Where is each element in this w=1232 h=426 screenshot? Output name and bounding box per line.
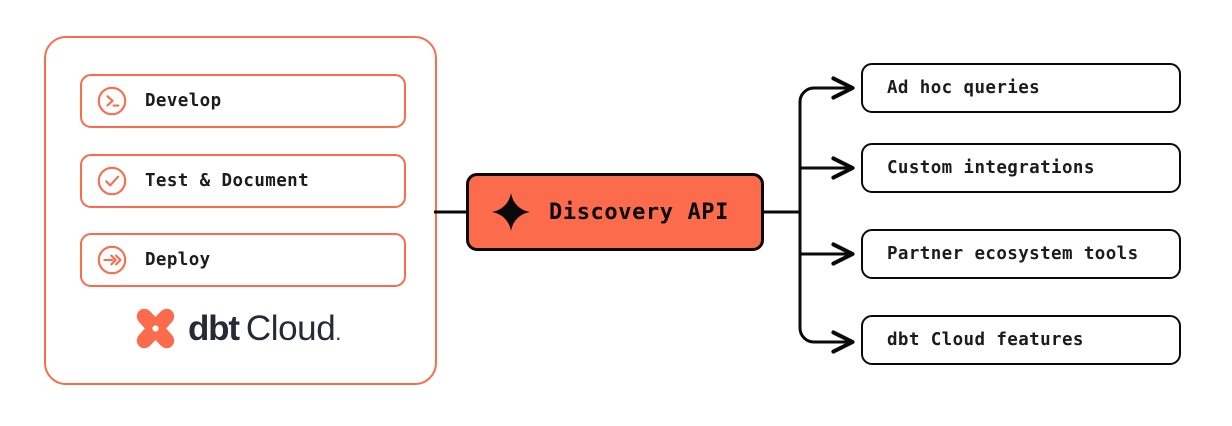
stage-label-deploy: Deploy <box>145 250 211 270</box>
dbt-wordmark-light: Cloud <box>245 309 336 348</box>
dbt-x-mark-icon <box>132 305 179 352</box>
consumer-label-ad-hoc-queries: Ad hoc queries <box>887 78 1041 98</box>
dbt-cloud-logo: dbt Cloud . <box>132 305 341 352</box>
stage-label-develop: Develop <box>145 91 222 111</box>
dbt-cloud-source-panel: Develop Test & Document Deploy <box>44 36 437 385</box>
discovery-api-label: Discovery API <box>549 199 729 225</box>
stage-item-deploy[interactable]: Deploy <box>80 233 406 287</box>
stage-item-develop[interactable]: Develop <box>80 74 406 128</box>
consumer-box-dbt-cloud-features[interactable]: dbt Cloud features <box>861 315 1181 365</box>
stage-label-test-and-document: Test & Document <box>145 171 310 191</box>
consumer-box-custom-integrations[interactable]: Custom integrations <box>861 143 1181 193</box>
dbt-cloud-wordmark: dbt Cloud . <box>188 311 341 346</box>
consumer-label-custom-integrations: Custom integrations <box>887 158 1095 178</box>
stage-item-test-and-document[interactable]: Test & Document <box>80 154 406 208</box>
dbt-wordmark-dot: . <box>335 320 342 345</box>
consumer-box-partner-ecosystem-tools[interactable]: Partner ecosystem tools <box>861 229 1181 279</box>
sparkle-diamond-icon <box>491 192 531 232</box>
consumer-label-dbt-cloud-features: dbt Cloud features <box>887 330 1084 350</box>
discovery-api-node[interactable]: Discovery API <box>466 173 764 251</box>
terminal-prompt-icon <box>96 85 128 117</box>
consumer-box-ad-hoc-queries[interactable]: Ad hoc queries <box>861 63 1181 113</box>
check-circle-icon <box>96 165 128 197</box>
connector-branch-dbt-cloud-features <box>798 326 855 354</box>
fast-forward-arrow-circle-icon <box>96 244 128 276</box>
dbt-wordmark-bold: dbt <box>188 309 240 348</box>
consumer-label-partner-ecosystem-tools: Partner ecosystem tools <box>887 244 1139 264</box>
connector-branch-ad-hoc-queries <box>798 76 855 104</box>
